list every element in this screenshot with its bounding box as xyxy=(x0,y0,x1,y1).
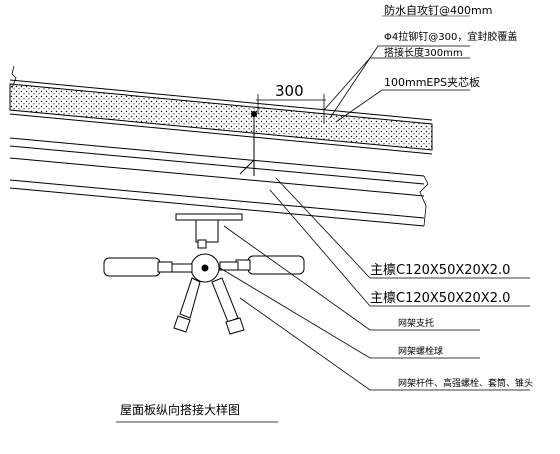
space-frame-node xyxy=(103,213,305,335)
rivet-fastener xyxy=(239,111,257,176)
bolt-ball-center xyxy=(201,264,209,272)
leader-support xyxy=(223,225,480,331)
purlin-c-section xyxy=(9,137,429,227)
support-plate xyxy=(175,213,243,221)
label-rivet-spacing: Φ4拉铆钉@300，宜封胶覆盖 xyxy=(384,30,517,43)
label-space-frame-support: 网架支托 xyxy=(398,317,434,329)
label-purlin-secondary: 主檩C120X50X20X2.0 xyxy=(370,291,510,306)
leader-ball xyxy=(219,267,480,359)
leader-rivet xyxy=(323,57,470,111)
purlin-top-lip xyxy=(9,145,425,185)
label-bolt-ball: 网架螺栓球 xyxy=(398,345,443,357)
purlin-break-mark xyxy=(419,175,429,227)
purlin-web-line xyxy=(9,157,425,197)
member-left xyxy=(103,257,193,277)
label-leaders-top xyxy=(323,45,470,123)
member-diagonal-left xyxy=(173,277,201,333)
purlin-bottom-lip xyxy=(9,179,425,219)
label-purlin-main: 主檩C120X50X20X2.0 xyxy=(370,263,510,278)
lap-dimension xyxy=(256,94,326,124)
purlin-top-flange xyxy=(9,137,425,177)
panel-top-skin xyxy=(9,79,433,121)
leader-waterproof xyxy=(329,45,470,119)
panel-bottom-skin xyxy=(9,113,433,155)
rivet-head xyxy=(251,111,257,117)
screw-leader xyxy=(239,159,255,175)
sandwich-panel xyxy=(9,65,433,155)
eps-insulation-core xyxy=(9,83,433,151)
purlin-bottom-flange xyxy=(9,187,425,227)
leader-purlin-main xyxy=(275,177,530,279)
leader-members xyxy=(239,297,530,391)
member-diagonal-right xyxy=(211,277,245,335)
drawing-title: 屋面板纵向搭接大样图 xyxy=(120,402,240,417)
panel-end-break xyxy=(11,65,17,89)
label-leaders-bottom xyxy=(219,177,530,391)
support-bracket-left xyxy=(197,239,207,249)
label-frame-members: 网架杆件、高强螺栓、套筒、锥头 xyxy=(398,377,533,389)
member-right xyxy=(219,255,305,275)
label-lap-length: 搭接长度300mm xyxy=(384,46,463,59)
label-waterproof-screw: 防水自攻钉@400mm xyxy=(384,3,492,17)
label-sandwich-panel: 100mmEPS夹芯板 xyxy=(384,75,480,89)
support-post xyxy=(195,219,219,243)
leader-panel xyxy=(335,89,470,123)
dimension-text: 300 xyxy=(275,82,304,100)
leader-purlin-secondary xyxy=(269,189,530,307)
